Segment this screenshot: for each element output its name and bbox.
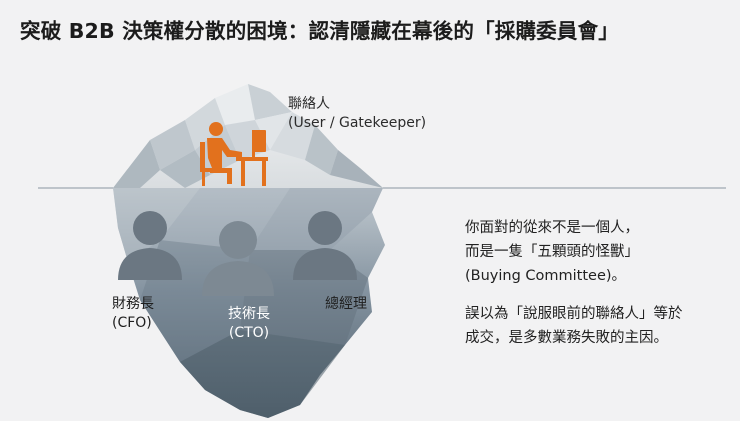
explanation-line: (Buying Committee)。 <box>465 268 627 284</box>
role-cfo-en: (CFO) <box>112 315 152 331</box>
role-user-zh: 聯絡人 <box>288 96 330 112</box>
ceo-silhouette-icon <box>293 211 357 280</box>
role-label-user: 聯絡人 (User / Gatekeeper) <box>288 95 426 133</box>
role-user-en: (User / Gatekeeper) <box>288 115 427 131</box>
explanation-text: 你面對的從來不是一個人， 而是一隻「五顆頭的怪獸」 (Buying Commit… <box>465 216 730 364</box>
explanation-line: 成交，是多數業務失敗的主因。 <box>465 330 668 346</box>
role-label-cfo: 財務長 (CFO) <box>112 295 154 333</box>
role-cfo-zh: 財務長 <box>112 296 154 312</box>
explanation-paragraph-1: 你面對的從來不是一個人， 而是一隻「五顆頭的怪獸」 (Buying Commit… <box>465 216 730 288</box>
user-at-desk-icon <box>200 122 268 186</box>
explanation-paragraph-2: 誤以為「說服眼前的聯絡人」等於 成交，是多數業務失敗的主因。 <box>465 302 730 350</box>
role-cto-zh: 技術長 <box>228 306 270 322</box>
page-title: 突破 B2B 決策權分散的困境：認清隱藏在幕後的「採購委員會」 <box>20 19 619 43</box>
explanation-line: 而是一隻「五顆頭的怪獸」 <box>465 244 639 260</box>
explanation-line: 誤以為「說服眼前的聯絡人」等於 <box>465 306 683 322</box>
role-cto-en: (CTO) <box>228 325 270 341</box>
role-ceo-zh: 總經理 <box>325 296 367 312</box>
role-label-ceo: 總經理 <box>325 295 367 314</box>
cto-silhouette-icon <box>202 221 274 296</box>
role-label-cto: 技術長 (CTO) <box>214 305 284 343</box>
cfo-silhouette-icon <box>118 211 182 280</box>
explanation-line: 你面對的從來不是一個人， <box>465 220 639 236</box>
